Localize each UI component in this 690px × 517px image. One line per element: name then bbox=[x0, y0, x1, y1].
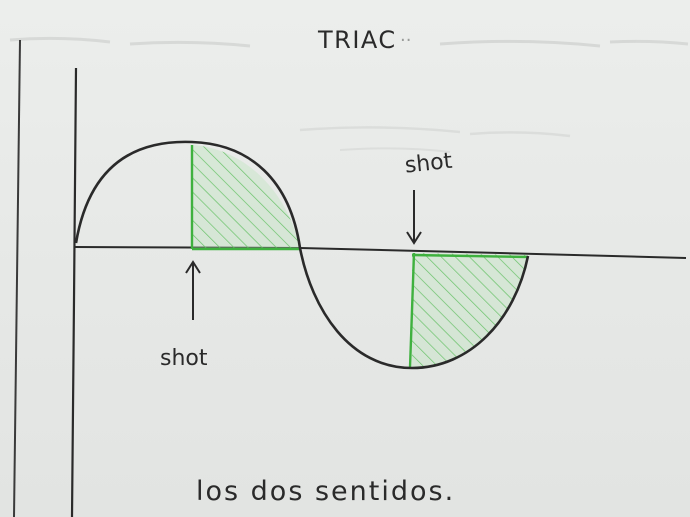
margin-line bbox=[13, 39, 21, 517]
sine-wave bbox=[74, 140, 530, 370]
trigger-arrow-down bbox=[406, 190, 422, 245]
paper-bleed-through bbox=[9, 36, 689, 153]
horizontal-axis bbox=[73, 246, 687, 259]
trigger-arrow-up bbox=[185, 260, 201, 320]
vertical-axis bbox=[70, 67, 78, 517]
conduction-edges bbox=[190, 145, 529, 369]
positive-conduction-area bbox=[192, 145, 300, 248]
trigger-label-top: shot bbox=[404, 149, 454, 179]
diagram-caption: los dos sentidos. bbox=[196, 476, 455, 507]
trigger-label-bottom: shot bbox=[160, 346, 208, 371]
title-dots: ·· bbox=[400, 30, 411, 51]
diagram-title: TRIAC bbox=[317, 26, 397, 54]
negative-conduction-area bbox=[412, 253, 528, 368]
